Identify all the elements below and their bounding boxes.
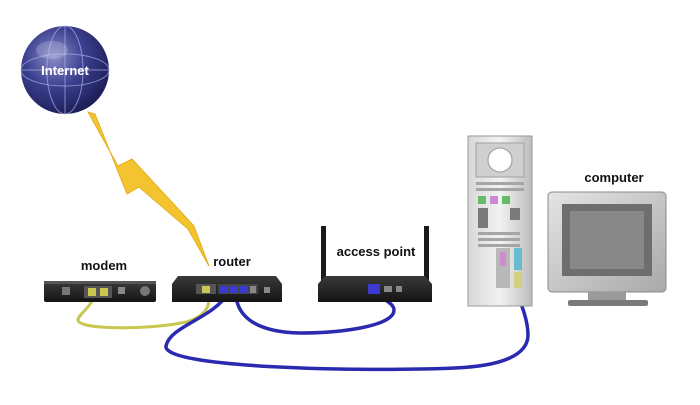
computer-label: computer (584, 170, 643, 185)
modem-icon (44, 281, 156, 302)
tower-pc-icon (467, 135, 533, 307)
access-point-icon (318, 226, 432, 302)
access-point-label: access point (337, 244, 416, 259)
router-label: router (213, 254, 251, 269)
lightning-bolt-icon (86, 111, 210, 267)
modem-label: modem (81, 258, 127, 273)
modem-cable (76, 291, 211, 330)
router-icon (172, 276, 282, 302)
internet-label: Internet (41, 63, 89, 78)
crt-monitor-icon (547, 191, 667, 306)
ethernet-cable-computer (164, 217, 530, 372)
globe-icon (20, 25, 110, 115)
